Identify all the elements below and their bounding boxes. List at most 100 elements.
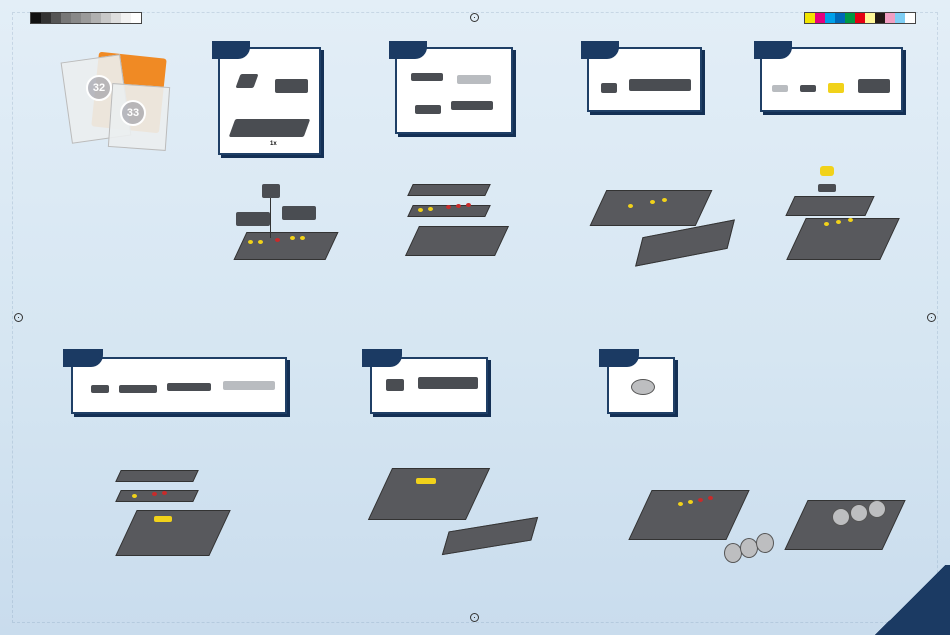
gray-swatch xyxy=(51,13,61,23)
step-number-tab xyxy=(581,41,619,59)
mid-plate xyxy=(115,490,199,502)
plate-part xyxy=(772,85,788,92)
color-swatch xyxy=(805,13,815,23)
slope-brick-part xyxy=(235,74,258,88)
slope-brick xyxy=(262,184,280,198)
plate-part xyxy=(411,73,443,81)
yellow-stud xyxy=(688,500,693,504)
yellow-stud xyxy=(836,220,841,224)
bracket-part xyxy=(386,379,404,391)
red-stud xyxy=(698,498,703,502)
color-swatch xyxy=(825,13,835,23)
gray-swatch xyxy=(41,13,51,23)
red-stud xyxy=(152,492,157,496)
gray-swatch xyxy=(121,13,131,23)
color-swatch xyxy=(895,13,905,23)
red-stud xyxy=(446,205,451,209)
color-swatch xyxy=(845,13,855,23)
technic-brick-part xyxy=(275,79,308,93)
round-tile-part xyxy=(631,379,655,395)
plate-part xyxy=(629,79,691,91)
bracket-part xyxy=(601,83,617,93)
base-assembly xyxy=(405,226,509,256)
technic-brick-part xyxy=(858,79,890,93)
plate-part xyxy=(229,119,311,137)
yellow-stud xyxy=(824,222,829,226)
yellow-part xyxy=(820,166,834,176)
color-swatch xyxy=(905,13,915,23)
yellow-stud xyxy=(428,207,433,211)
parts-box-step-6 xyxy=(370,357,488,414)
base-assembly xyxy=(786,218,900,260)
red-stud xyxy=(162,491,167,495)
technic-brick xyxy=(282,206,316,220)
color-swatch xyxy=(885,13,895,23)
red-stud xyxy=(456,204,461,208)
gray-swatch xyxy=(131,13,141,23)
yellow-stud xyxy=(418,208,423,212)
yellow-stud xyxy=(300,236,305,240)
gray-swatch xyxy=(71,13,81,23)
plate-part xyxy=(167,383,211,391)
color-swatch xyxy=(855,13,865,23)
step-number-tab xyxy=(362,349,402,367)
yellow-stud xyxy=(628,204,633,208)
yellow-stud xyxy=(678,502,683,506)
gray-swatch xyxy=(61,13,71,23)
yellow-stud xyxy=(650,200,655,204)
parts-box-step-3 xyxy=(587,47,702,112)
yellow-stud xyxy=(848,218,853,222)
color-calibration-bar xyxy=(804,12,916,24)
red-stud xyxy=(708,496,713,500)
parts-box-step-5 xyxy=(71,357,287,414)
plate-part xyxy=(415,105,441,114)
registration-mark-top xyxy=(470,13,479,22)
part-quantity: 1x xyxy=(270,141,277,147)
plate-part xyxy=(818,184,836,192)
bag-number-badge: 33 xyxy=(120,100,146,126)
parts-box-step-4 xyxy=(760,47,903,112)
guide-line xyxy=(270,198,271,238)
round-tile xyxy=(868,500,886,518)
top-plate xyxy=(115,470,199,482)
step-number-tab xyxy=(754,41,792,59)
page-corner-tab xyxy=(870,565,950,635)
yellow-stud xyxy=(248,240,253,244)
yellow-stud xyxy=(290,236,295,240)
base-assembly xyxy=(590,190,713,226)
round-tile xyxy=(832,508,850,526)
plate-part xyxy=(91,385,109,393)
plate-part xyxy=(800,85,816,92)
step-number-tab xyxy=(212,41,250,59)
plate-part xyxy=(418,377,478,389)
round-tile xyxy=(850,504,868,522)
color-swatch xyxy=(815,13,825,23)
red-stud xyxy=(275,238,280,242)
top-plate xyxy=(407,184,491,196)
color-swatch xyxy=(835,13,845,23)
registration-mark-left xyxy=(14,313,23,322)
parts-box-step-1: 1x xyxy=(218,47,321,155)
plate-part xyxy=(451,101,493,110)
gray-swatch xyxy=(111,13,121,23)
yellow-part xyxy=(154,516,172,522)
technic-brick xyxy=(785,196,874,216)
gray-swatch xyxy=(101,13,111,23)
plate-part xyxy=(119,385,157,393)
step-number-tab xyxy=(63,349,103,367)
registration-mark-right xyxy=(927,313,936,322)
base-plate xyxy=(233,232,338,260)
color-swatch xyxy=(875,13,885,23)
gray-swatch xyxy=(91,13,101,23)
step-number-tab xyxy=(389,41,427,59)
red-stud xyxy=(466,203,471,207)
parts-box-step-2 xyxy=(395,47,513,134)
registration-mark-bottom xyxy=(470,613,479,622)
plate-part xyxy=(223,381,275,390)
gray-swatch xyxy=(81,13,91,23)
yellow-part xyxy=(416,478,436,484)
yellow-part xyxy=(828,83,844,93)
parts-box-step-7 xyxy=(607,357,675,414)
grayscale-calibration-bar xyxy=(30,12,142,24)
